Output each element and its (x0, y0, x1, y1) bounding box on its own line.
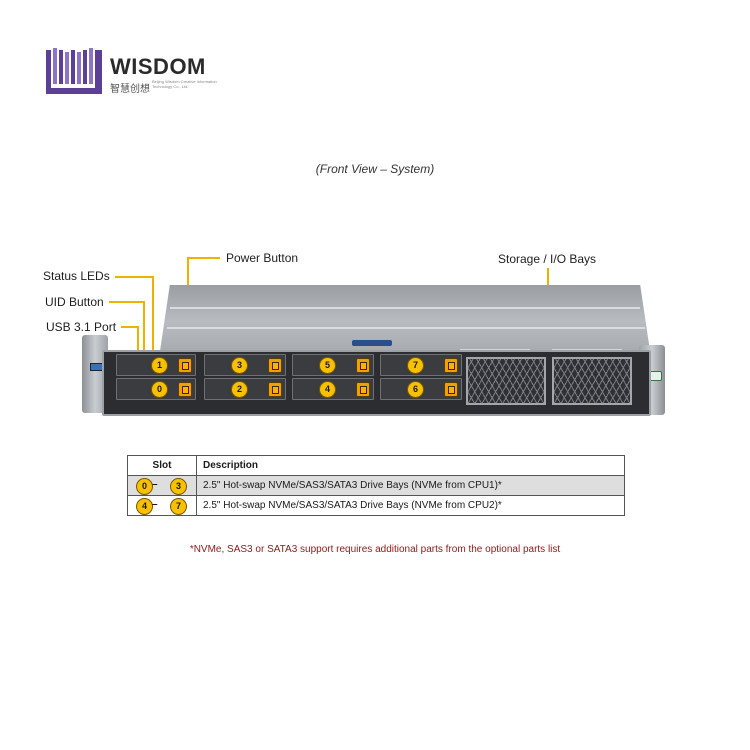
drive-latch-icon (444, 358, 458, 373)
drive-latch-icon (268, 382, 282, 397)
uid-leader-h (109, 301, 145, 303)
storage-bays-label: Storage / I/O Bays (498, 252, 597, 266)
table-row: 0 – 3 2.5" Hot-swap NVMe/SAS3/SATA3 Driv… (127, 475, 625, 496)
slot-badge: 7 (170, 498, 187, 515)
slot-badge: 4 (136, 498, 153, 515)
drive-bay[interactable]: 6 (380, 378, 462, 400)
uid-button-label: UID Button (45, 295, 104, 309)
status-leds-leader-v (152, 276, 154, 361)
drive-bay[interactable]: 2 (204, 378, 286, 400)
usb-port-label: USB 3.1 Port (46, 320, 117, 334)
view-caption: (Front View – System) (315, 162, 435, 176)
slot-range: 0 – 3 (127, 475, 197, 496)
power-button-label: Power Button (226, 251, 299, 265)
slot-badge: 3 (170, 478, 187, 495)
company-logo: WISDOM 智慧创想 Beijing Wisdom Creative Info… (46, 46, 226, 98)
slot-badge: 0 (136, 478, 153, 495)
drive-latch-icon (178, 358, 192, 373)
usb-leader-h (121, 326, 139, 328)
slot-range: 4 – 7 (127, 495, 197, 516)
uid-leader-v (143, 301, 145, 361)
drive-bay[interactable]: 7 (380, 354, 462, 376)
drive-latch-icon (356, 358, 370, 373)
drive-bay[interactable]: 0 (116, 378, 196, 400)
drive-latch-icon (444, 382, 458, 397)
drive-bay[interactable]: 3 (204, 354, 286, 376)
wisdom-logo-icon (46, 46, 102, 94)
drive-bay[interactable]: 1 (116, 354, 196, 376)
storage-io-bay[interactable] (552, 357, 632, 405)
drive-latch-icon (356, 382, 370, 397)
logo-chinese-name: 智慧创想 (110, 84, 150, 95)
server-front-view: 1 3 5 7 0 2 4 6 (82, 285, 667, 425)
storage-io-bay[interactable] (466, 357, 546, 405)
row-description: 2.5" Hot-swap NVMe/SAS3/SATA3 Drive Bays… (196, 495, 625, 516)
table-row: 4 – 7 2.5" Hot-swap NVMe/SAS3/SATA3 Driv… (127, 495, 625, 516)
server-top-cover (160, 285, 650, 351)
status-leds-leader-h (115, 276, 154, 278)
drive-bay[interactable]: 5 (292, 354, 374, 376)
slot-header: Slot (127, 455, 197, 476)
drive-latch-icon (268, 358, 282, 373)
range-dash: – (152, 499, 158, 510)
description-header: Description (196, 455, 625, 476)
usb-leader-v (137, 326, 139, 361)
table-header-row: Slot Description (127, 455, 625, 476)
drive-bay-table: Slot Description 0 – 3 2.5" Hot-swap NVM… (127, 455, 625, 516)
drive-bay[interactable]: 4 (292, 378, 374, 400)
footnote: *NVMe, SAS3 or SATA3 support requires ad… (189, 544, 561, 555)
cover-release-tab (352, 340, 392, 346)
front-panel: 1 3 5 7 0 2 4 6 (102, 350, 651, 416)
logo-english-name: Beijing Wisdom Creative Information Tech… (152, 79, 217, 89)
row-description: 2.5" Hot-swap NVMe/SAS3/SATA3 Drive Bays… (196, 475, 625, 496)
status-leds-label: Status LEDs (43, 269, 110, 283)
drive-latch-icon (178, 382, 192, 397)
range-dash: – (152, 479, 158, 490)
power-leader-h (188, 257, 220, 259)
logo-wordmark: WISDOM (110, 54, 206, 79)
